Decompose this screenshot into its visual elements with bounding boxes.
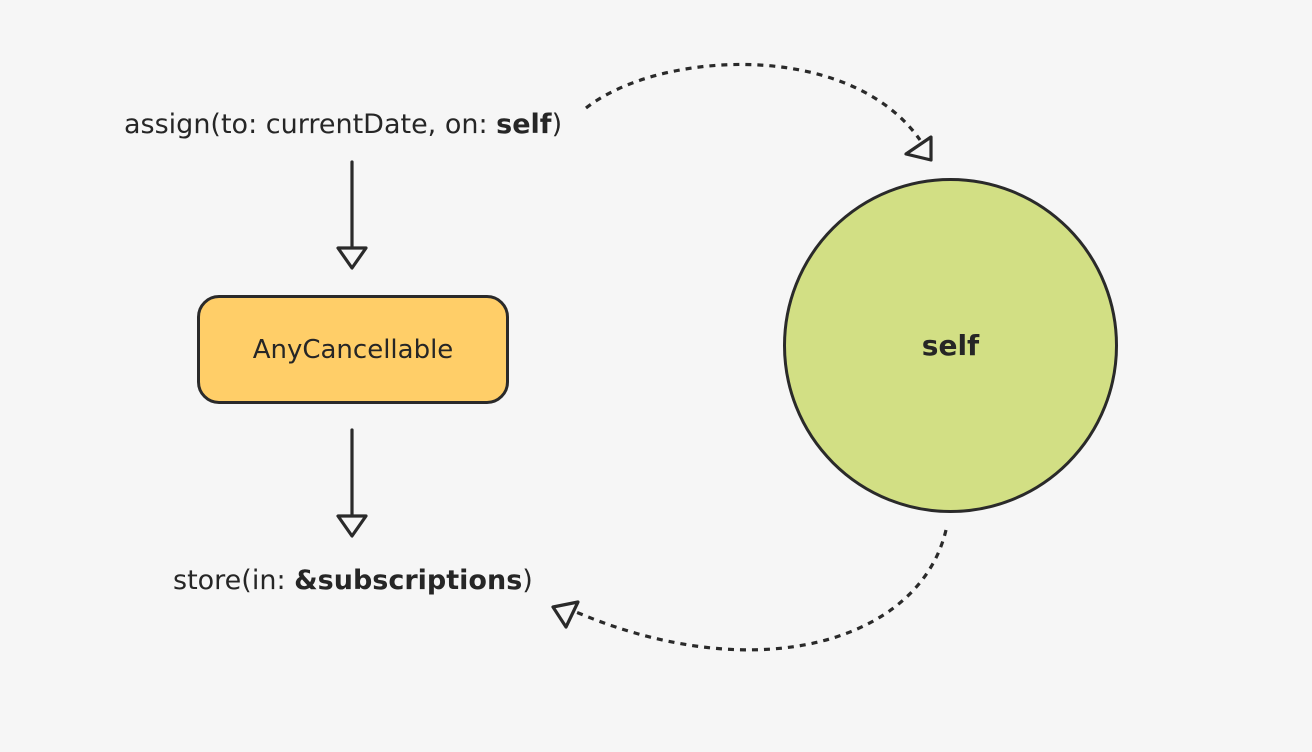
arrowhead-anycancellable-to-store <box>336 514 368 538</box>
store-call-label: store(in: &subscriptions) <box>173 567 533 594</box>
anycancellable-box: AnyCancellable <box>197 295 509 404</box>
store-call-suffix: ) <box>522 565 533 596</box>
assign-call-prefix: assign(to: currentDate, on: <box>124 109 497 140</box>
assign-call-suffix: ) <box>551 109 563 140</box>
arrowhead-assign-to-anycancellable <box>336 246 368 270</box>
dashed-arrow-self-to-store <box>575 529 948 652</box>
anycancellable-label: AnyCancellable <box>252 334 454 365</box>
self-circle-label: self <box>921 329 980 362</box>
arrowhead-assign-to-self <box>904 135 933 162</box>
assign-call-self: self <box>496 109 552 140</box>
arrowhead-self-to-store <box>551 600 580 629</box>
assign-call-label: assign(to: currentDate, on: self) <box>124 111 562 138</box>
store-call-prefix: store(in: <box>173 565 295 596</box>
dashed-arrow-assign-to-self <box>585 62 922 141</box>
store-call-subscriptions: &subscriptions <box>294 565 523 596</box>
self-circle: self <box>783 178 1118 513</box>
